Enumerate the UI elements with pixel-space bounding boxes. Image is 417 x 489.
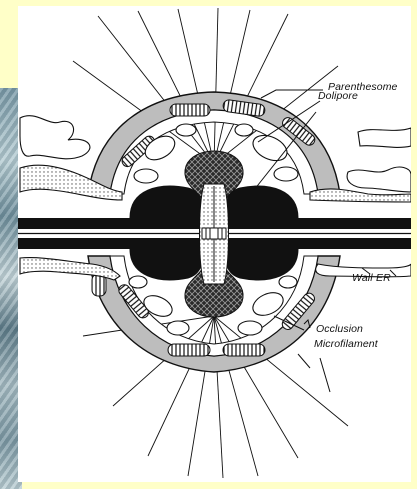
- label-wall: Wall: [352, 272, 373, 284]
- diagram-drawing: [18, 6, 411, 482]
- dolipore-septum-diagram: Parenthesome Dolipore Wall ER Occlusion …: [18, 6, 411, 482]
- label-occlusion: Occlusion: [316, 323, 363, 335]
- label-microfilament: Microfilament: [314, 338, 378, 350]
- label-er: ER: [376, 272, 391, 284]
- label-dolipore: Dolipore: [318, 90, 358, 102]
